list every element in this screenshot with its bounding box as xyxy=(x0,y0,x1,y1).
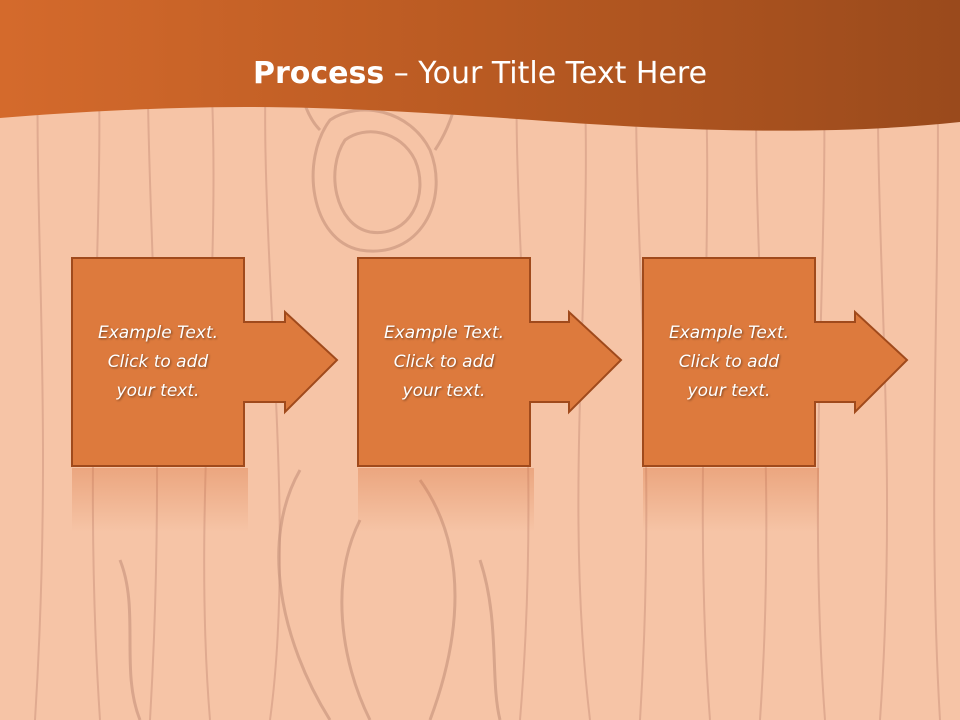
step-2-line-3: your text. xyxy=(402,380,486,401)
step-3-shape xyxy=(642,257,909,467)
step-2-line-2: Click to add xyxy=(393,351,495,372)
step-2-reflection xyxy=(358,468,534,532)
step-1-line-2: Click to add xyxy=(107,351,209,372)
step-3-text: Example Text. Click to add your text. xyxy=(645,256,813,468)
title-bold: Process xyxy=(252,56,385,91)
step-1-text: Example Text. Click to add your text. xyxy=(74,256,242,468)
step-1-line-3: your text. xyxy=(116,380,200,401)
header-band xyxy=(0,0,960,131)
step-3-line-1: Example Text. xyxy=(668,322,790,343)
step-2-line-1: Example Text. xyxy=(383,322,505,343)
process-step-1[interactable]: Example Text. Click to add your text. xyxy=(70,256,410,468)
process-step-3[interactable]: Example Text. Click to add your text. xyxy=(641,256,960,468)
slide-title[interactable]: Process – Your Title Text Here xyxy=(0,52,960,96)
step-2-shape xyxy=(357,257,623,467)
step-2-text: Example Text. Click to add your text. xyxy=(360,256,528,468)
process-step-2[interactable]: Example Text. Click to add your text. xyxy=(356,256,696,468)
title-rest: – Your Title Text Here xyxy=(384,56,708,91)
step-1-line-1: Example Text. xyxy=(97,322,219,343)
step-3-reflection xyxy=(643,468,819,532)
step-3-line-2: Click to add xyxy=(678,351,780,372)
step-3-line-3: your text. xyxy=(687,380,771,401)
step-1-reflection xyxy=(72,468,248,532)
step-1-shape xyxy=(71,257,339,467)
